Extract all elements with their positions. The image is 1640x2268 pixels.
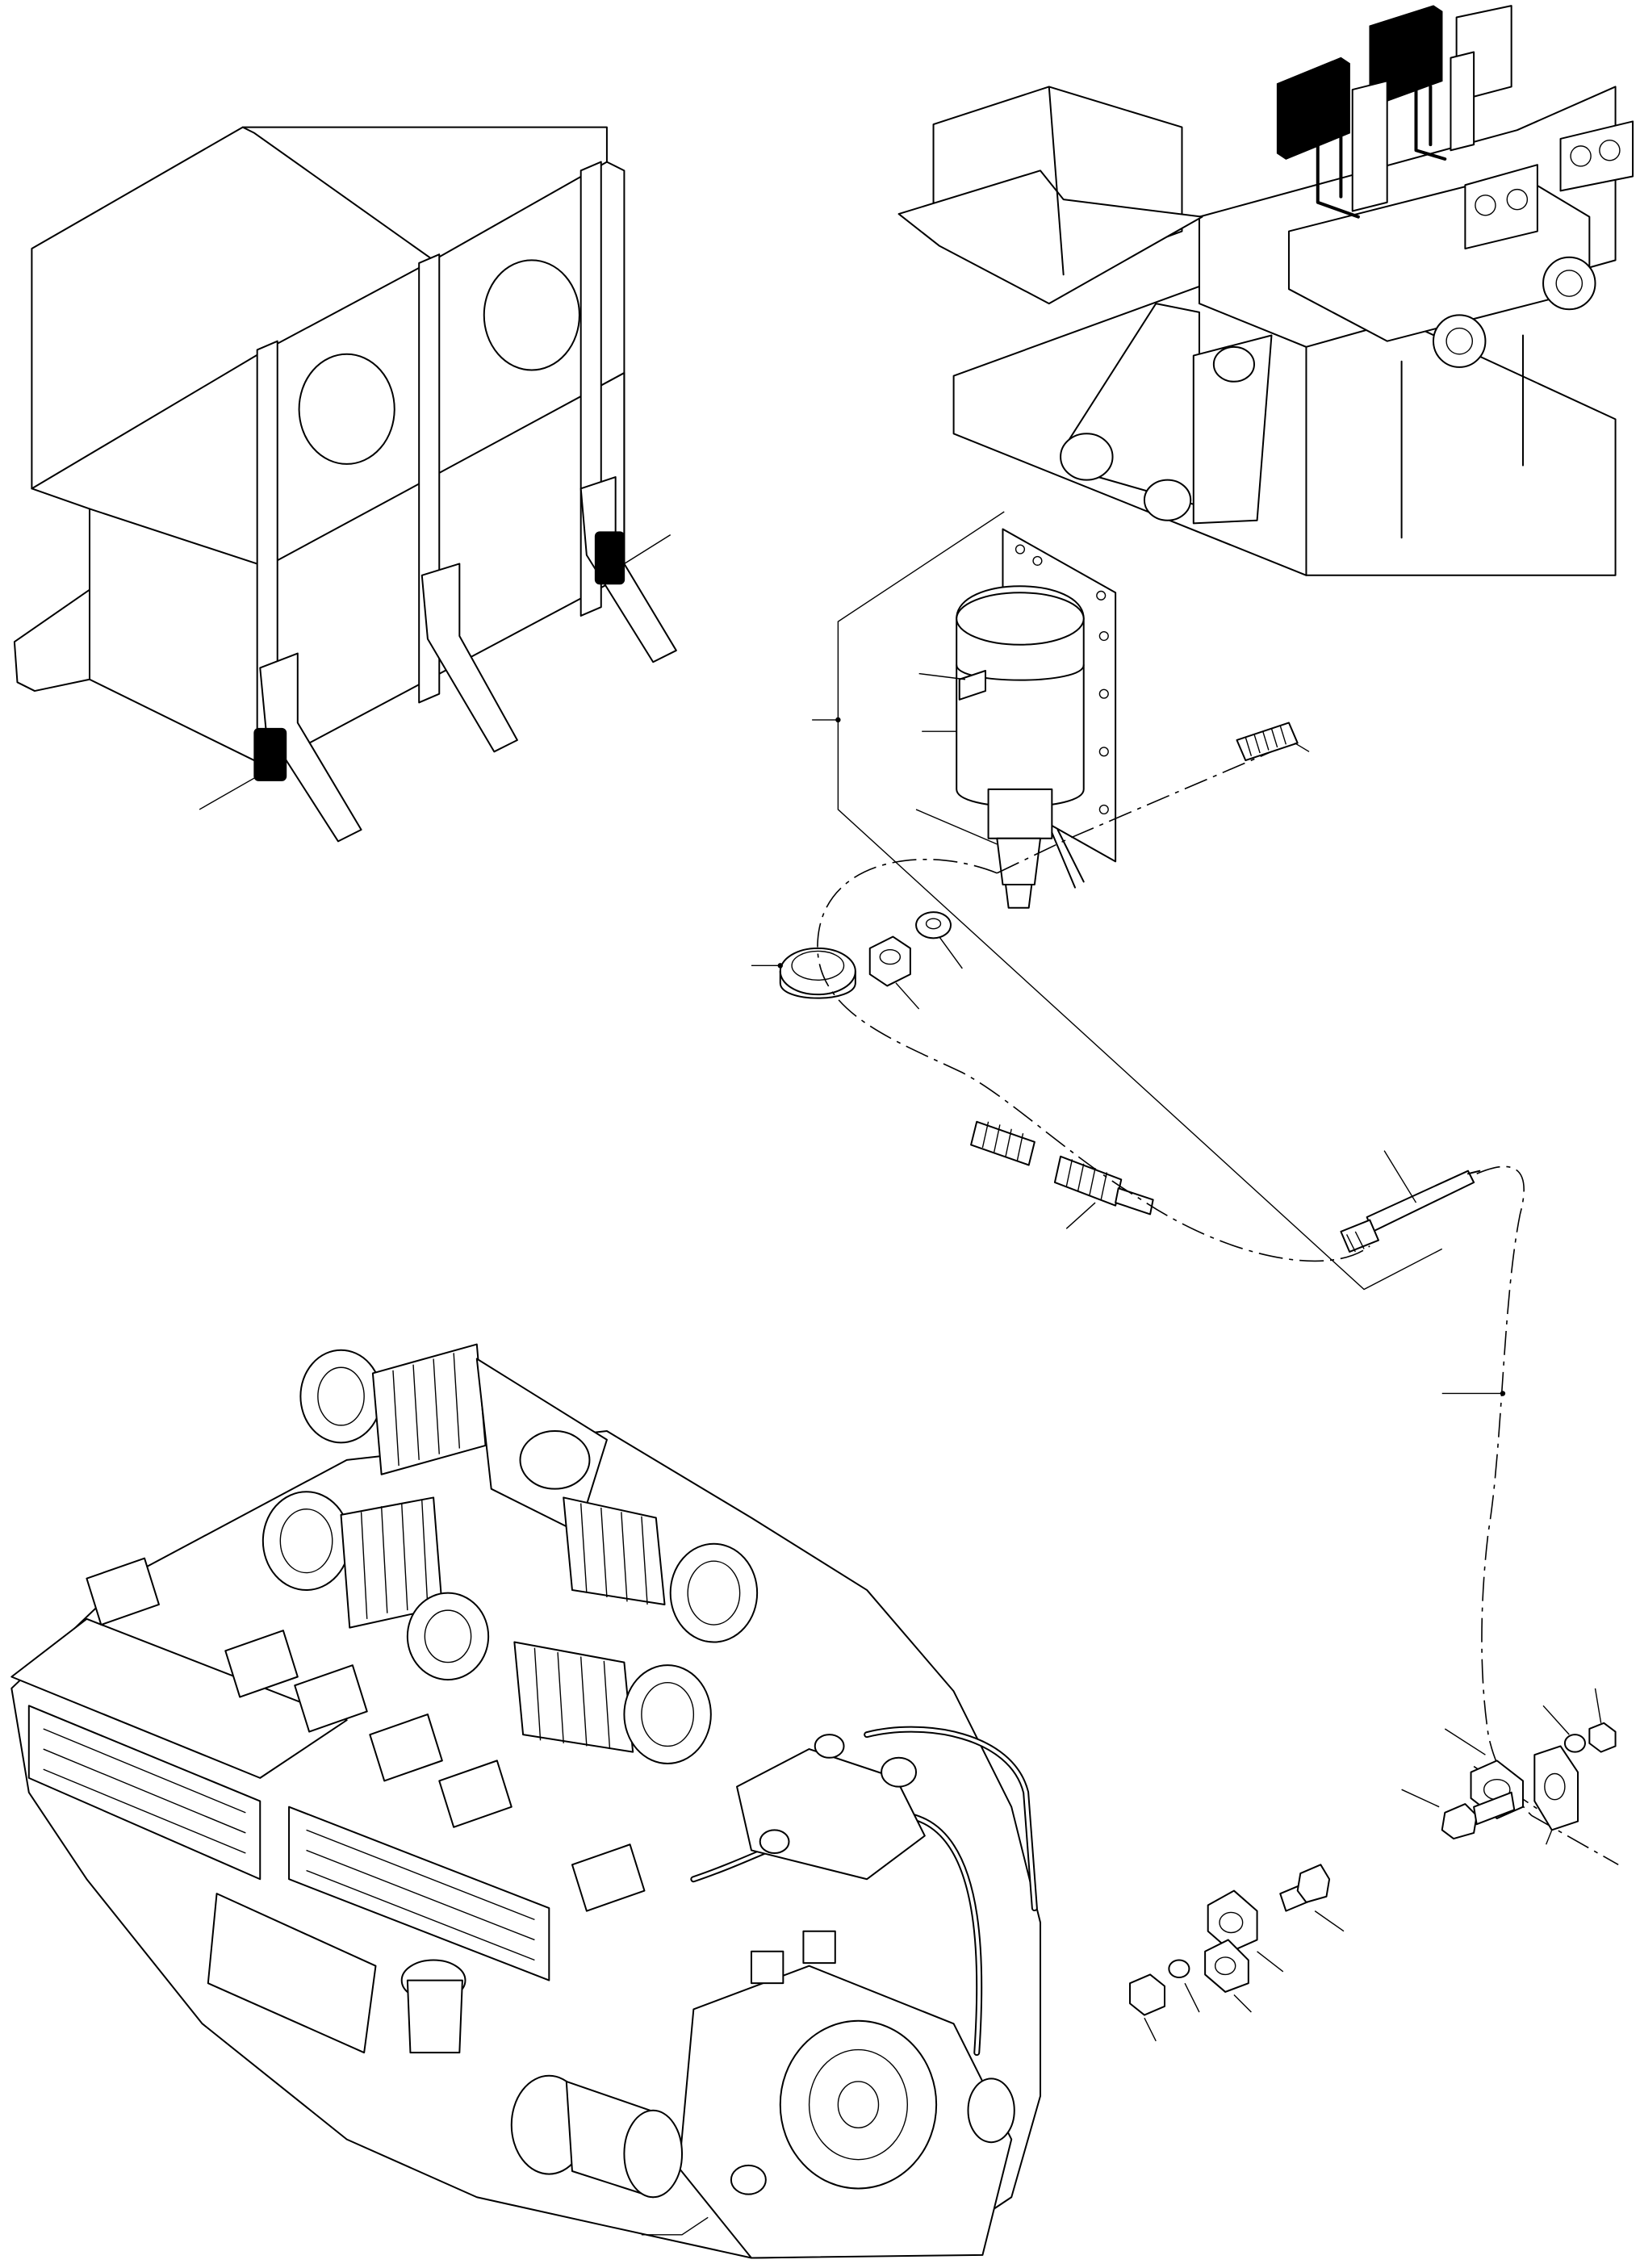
cabinet-filter-left (254, 729, 286, 780)
crank-pulley (780, 2021, 936, 2189)
hose-spring-left (971, 1122, 1035, 1165)
radiator-fan-opening-right (484, 260, 579, 370)
gasket-ring (780, 948, 856, 998)
hose-spring-right (1055, 1157, 1153, 1215)
assembly-boundary (838, 512, 1441, 1290)
threaded-fitting (1237, 722, 1298, 760)
sensor-probe (1341, 1171, 1479, 1252)
washer (916, 912, 951, 938)
actuator-left (1278, 58, 1350, 159)
fuel-line-path (818, 751, 1618, 1864)
cabinet-filter-right (596, 532, 625, 584)
turbocharger-middle (263, 1492, 488, 1680)
turbocharger-right (563, 1497, 757, 1642)
clamp-group-upper (1442, 1723, 1616, 1839)
turbocharger-lower (514, 1642, 710, 1764)
engine-assembly-view (11, 1345, 1040, 2258)
hex-nut (870, 937, 910, 986)
radiator-cabinet-view (15, 128, 676, 842)
turbocharger-upper (300, 1345, 607, 1533)
fuel-filter-assembly-exploded-view (751, 512, 1618, 2041)
starter-motor (208, 1893, 376, 2052)
clamp-group-lower (1130, 1864, 1329, 2015)
radiator-fan-opening-left (299, 354, 395, 464)
control-panel-base-view (899, 6, 1633, 575)
